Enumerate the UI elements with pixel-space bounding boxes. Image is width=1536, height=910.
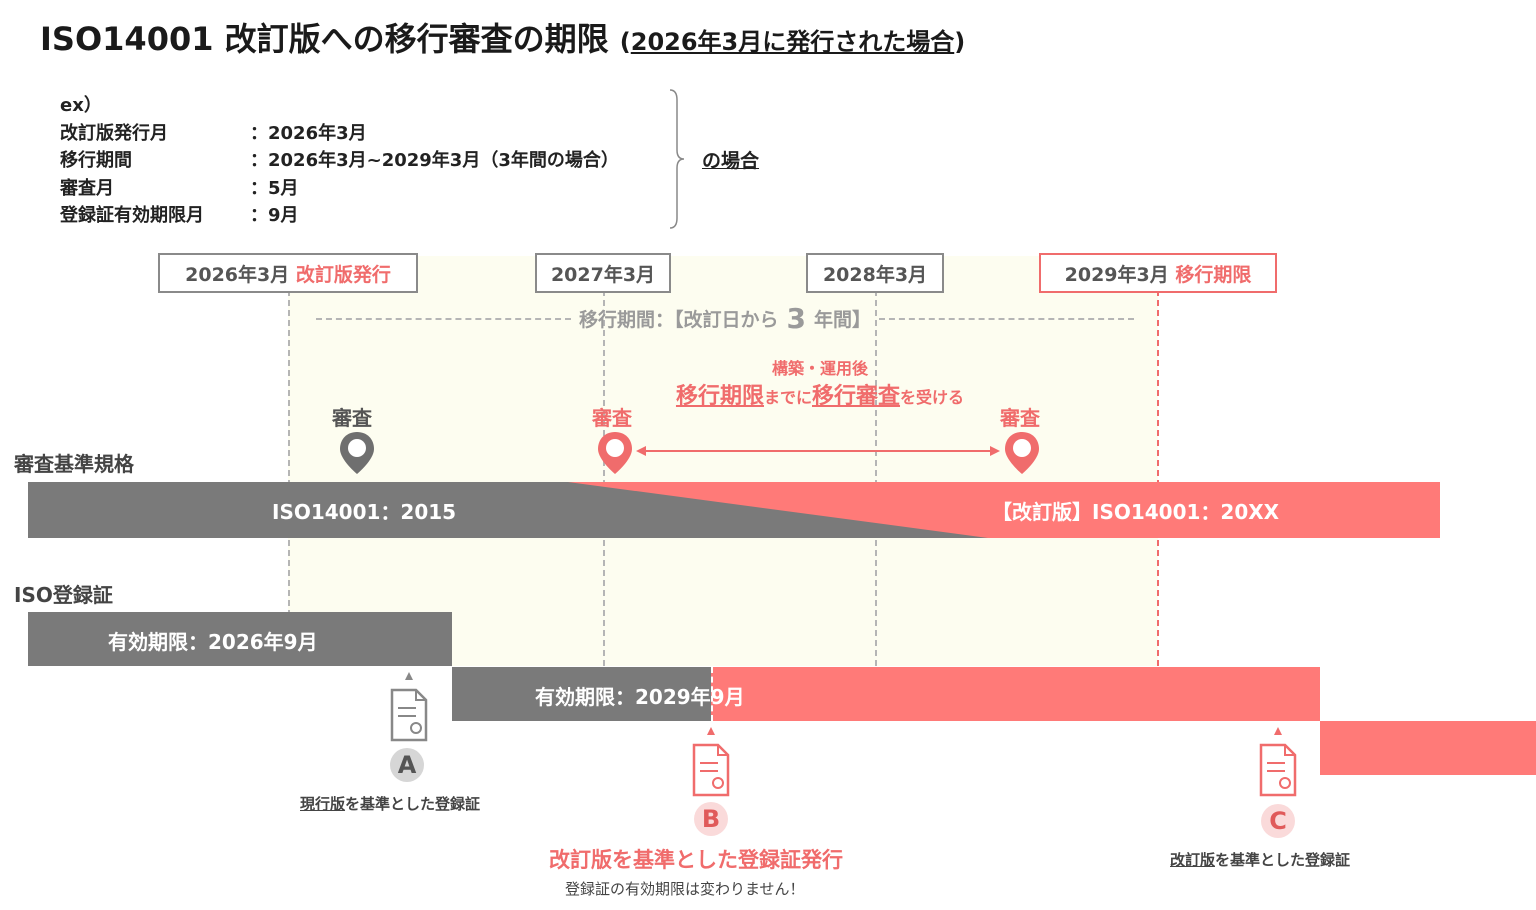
- note-line1: 構築・運用後: [771, 359, 868, 378]
- example-heading: ex）: [60, 95, 102, 116]
- example-value: ：2026年3月~2029年3月（3年間の場合）: [250, 150, 619, 171]
- caption-rest: を基準とした登録証: [345, 795, 481, 813]
- marker-label: 移行期限: [1175, 263, 1252, 286]
- cert-bar-current: [28, 612, 452, 666]
- title-sub: 2026年3月に発行された場合: [630, 28, 955, 56]
- transition-period-label: 移行期間：【改訂日から 3 年間】: [316, 302, 1135, 335]
- guide-line-2029: [1157, 290, 1159, 666]
- cert-bar-third: [1320, 721, 1536, 775]
- note-audit: 移行審査: [812, 384, 901, 409]
- certificate-icon: [390, 672, 428, 742]
- audit-label-2: 審査: [592, 406, 632, 430]
- marker-date: 2028年3月: [822, 263, 928, 286]
- guide-line-2028: [875, 290, 877, 666]
- example-value: ：2026年3月: [250, 122, 367, 144]
- example-value: ：5月: [250, 177, 299, 199]
- example-suffix: の場合: [702, 150, 760, 172]
- example-key: 審査月: [60, 177, 114, 199]
- marker-date: 2026年3月: [185, 263, 290, 286]
- caption-underlined: 現行版: [300, 795, 346, 813]
- example-row: 移行期間 ：2026年3月~2029年3月（3年間の場合）: [60, 147, 619, 175]
- period-prefix: 移行期間：【改訂日から: [579, 309, 779, 331]
- title-paren-close: ): [954, 28, 966, 56]
- cert-a-caption: 現行版を基準とした登録証: [300, 793, 480, 814]
- cert-b-caption: 改訂版を基準とした登録証発行: [549, 848, 843, 872]
- dash-line: [316, 317, 571, 320]
- cert-bar-current-label: 有効期限：2026年9月: [108, 630, 318, 654]
- certificate-icon: [1259, 727, 1297, 797]
- brace-icon: [669, 89, 685, 229]
- period-suffix: 年間】: [814, 309, 872, 331]
- cert-b-badge: B: [694, 802, 728, 836]
- standard-new-label: 【改訂版】ISO14001：20XX: [992, 500, 1280, 524]
- example-row: 審査月 ：5月: [60, 175, 619, 203]
- map-pin-icon: [1005, 432, 1039, 474]
- map-pin-icon: [598, 432, 632, 474]
- cert-b-subcaption: 登録証の有効期限は変わりません！: [565, 880, 805, 898]
- guide-line-2026: [288, 290, 290, 666]
- cert-c-caption: 改訂版を基準とした登録証: [1170, 849, 1350, 870]
- dash-line: [879, 317, 1135, 320]
- marker-2029: 2029年3月 移行期限: [1039, 253, 1277, 293]
- marker-date: 2027年3月: [550, 263, 656, 286]
- cert-bar-second-label: 有効期限：2029年9月: [535, 685, 745, 709]
- note-text: を受ける: [900, 388, 965, 407]
- title-paren-open: (: [619, 28, 631, 56]
- double-arrow-icon: [636, 446, 1000, 456]
- certificate-heading: ISO登録証: [14, 583, 113, 607]
- cert-a-badge: A: [390, 748, 424, 782]
- cert-bar-divider: [711, 667, 713, 721]
- caption-underlined: 改訂版: [1170, 851, 1216, 869]
- example-key: 登録証有効期限月: [60, 205, 204, 226]
- standard-bar: [28, 482, 1440, 538]
- marker-label: 改訂版発行: [295, 263, 391, 286]
- standard-old-label: ISO14001：2015: [272, 500, 457, 524]
- example-block: ex） 改訂版発行月 ：2026年3月 移行期間 ：2026年3月~2029年3月（…: [60, 92, 619, 230]
- certificate-icon: [692, 727, 730, 797]
- marker-date: 2029年3月: [1064, 263, 1169, 286]
- guide-line-2027: [603, 290, 605, 666]
- period-num: 3: [786, 302, 806, 335]
- caption-rest: を基準とした登録証: [1215, 851, 1351, 869]
- example-key: 移行期間: [60, 150, 132, 171]
- example-key: 改訂版発行月: [60, 122, 168, 144]
- cert-bar-second-red: [711, 667, 1320, 721]
- example-row: 改訂版発行月 ：2026年3月: [60, 120, 619, 148]
- marker-2027: 2027年3月: [535, 253, 671, 293]
- example-value: ：9月: [250, 205, 299, 226]
- marker-2026: 2026年3月 改訂版発行: [158, 253, 418, 293]
- note-deadline: 移行期限: [675, 384, 764, 409]
- cert-bar-second-gray: [452, 667, 711, 721]
- audit-label-1: 審査: [332, 406, 372, 430]
- map-pin-icon: [340, 432, 374, 474]
- note-line2: 移行期限までに移行審査を受ける: [600, 378, 1040, 410]
- page-title: ISO14001 改訂版への移行審査の期限 (2026年3月に発行された場合): [40, 14, 965, 60]
- standard-heading: 審査基準規格: [14, 452, 134, 476]
- title-main: ISO14001 改訂版への移行審査の期限: [40, 20, 609, 58]
- cert-c-badge: C: [1261, 804, 1295, 838]
- example-row: 登録証有効期限月 ：9月: [60, 202, 619, 230]
- audit-label-3: 審査: [1000, 406, 1040, 430]
- marker-2028: 2028年3月: [806, 253, 944, 293]
- note-text: までに: [763, 388, 812, 407]
